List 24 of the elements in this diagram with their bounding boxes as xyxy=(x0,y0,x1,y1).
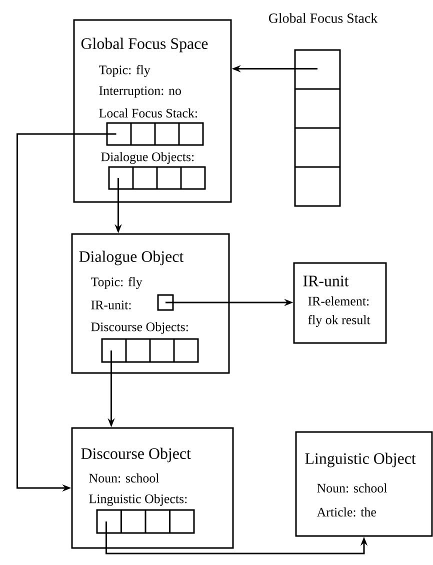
attribute-label: Noun: school xyxy=(89,473,159,483)
attribute-label: Discourse Objects: xyxy=(91,322,188,334)
attribute-label: IR-unit: xyxy=(91,300,131,310)
box-heading: Dialogue Object xyxy=(79,250,184,266)
attribute-label: Noun: school xyxy=(317,483,387,493)
box-heading: Discourse Object xyxy=(81,448,191,462)
attribute-label: Dialogue Objects: xyxy=(101,152,194,164)
box-heading: IR-unit xyxy=(303,276,349,286)
attribute-label: Linguistic Objects: xyxy=(89,494,187,506)
box-heading: Global Focus Space xyxy=(81,38,208,52)
cell-array xyxy=(96,509,195,534)
attribute-label: Interruption: no xyxy=(99,86,181,98)
cell-array xyxy=(108,166,206,190)
box-heading: Linguistic Object xyxy=(305,452,416,468)
stack-heading: Global Focus Stack xyxy=(268,13,378,23)
attribute-label: Topic: fly xyxy=(98,65,150,77)
attribute-label: Article: the xyxy=(316,507,376,517)
attribute-label: IR-element: xyxy=(308,296,369,306)
pointer-cell xyxy=(157,294,174,311)
cell-array xyxy=(101,338,199,363)
attribute-label: fly ok result xyxy=(308,315,370,327)
attribute-label: Topic: fly xyxy=(90,277,142,289)
attribute-label: Local Focus Stack: xyxy=(99,108,197,118)
cell-array xyxy=(106,122,204,146)
